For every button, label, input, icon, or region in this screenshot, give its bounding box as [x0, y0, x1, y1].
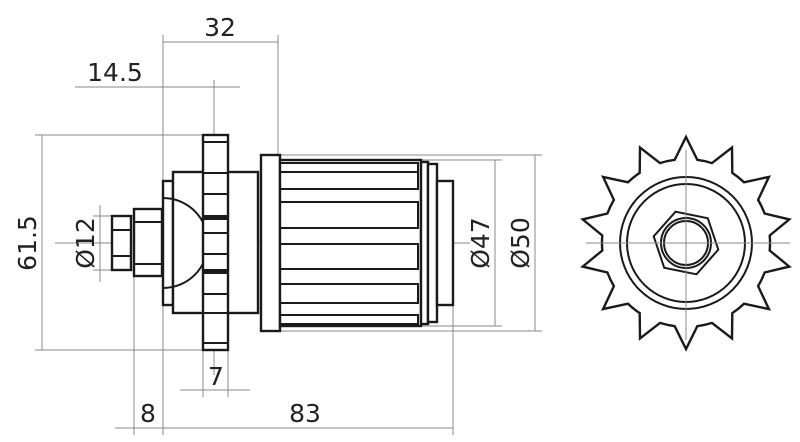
- sprocket-plate: [201, 133, 230, 352]
- end-cap: [435, 179, 455, 307]
- dim-8: 8: [140, 399, 156, 428]
- dim-32: 32: [204, 13, 236, 42]
- ring-2: [426, 162, 439, 324]
- dim-diameter-12: Ø12: [71, 217, 100, 269]
- dim-diameter-47: Ø47: [466, 217, 495, 269]
- hex-nut: [652, 210, 720, 276]
- dim-diameter-50: Ø50: [506, 217, 535, 269]
- freehub-splines: [279, 162, 419, 325]
- dim-61-5: 61.5: [13, 215, 42, 271]
- dim-7: 7: [208, 362, 224, 391]
- sprocket-teeth-marks: [203, 141, 228, 344]
- sprocket-front-view: [580, 134, 792, 352]
- flange-ring: [259, 153, 282, 333]
- lock-nut: [110, 214, 133, 272]
- hub-side-view: [110, 133, 455, 352]
- dim-14-5: 14.5: [87, 58, 143, 87]
- dim-83: 83: [289, 399, 321, 428]
- axle-nut: [132, 207, 164, 278]
